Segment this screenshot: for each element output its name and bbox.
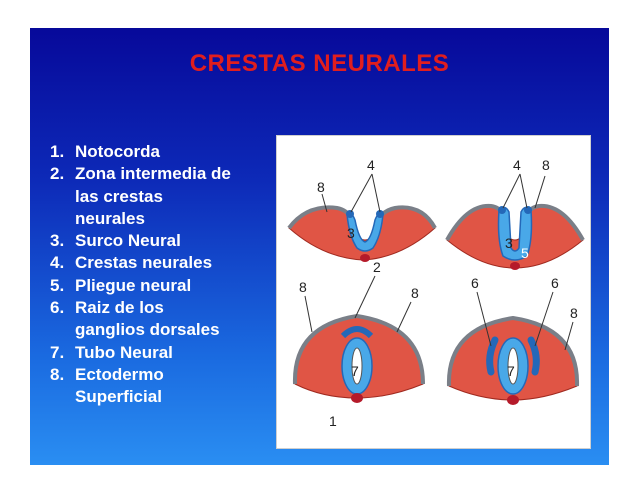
figure-label-7: 7: [351, 363, 359, 379]
leader-line: [321, 193, 328, 213]
notochord: [351, 393, 363, 403]
figure-label-1: 1: [329, 413, 337, 429]
leader-line: [350, 173, 373, 213]
notochord: [360, 254, 370, 262]
legend-item: 5. Pliegue neural: [50, 275, 260, 297]
figure-label-4: 4: [513, 157, 521, 173]
neural-crest-band: [340, 326, 374, 339]
legend-item: 8. Ectodermo Superficial: [50, 364, 260, 409]
ectoderm-layer: [446, 315, 580, 387]
leader-line: [564, 321, 574, 351]
legend-item: 6. Raiz de los ganglios dorsales: [50, 297, 260, 342]
figure-label-2: 2: [373, 259, 381, 275]
neural-canal: [351, 347, 363, 385]
legend-item: 1. Notocorda: [50, 141, 260, 163]
legend-item: 7. Tubo Neural: [50, 342, 260, 364]
legend-text: Superficial: [75, 387, 162, 407]
legend-item: 4. Crestas neurales: [50, 252, 260, 274]
legend-number: 7.: [50, 342, 65, 362]
legend-number: 4.: [50, 253, 65, 273]
legend-text: Ectodermo: [75, 364, 164, 384]
leader-line: [396, 301, 412, 333]
neural-crest-illustration: 8 4 3 4 8 3 5: [287, 157, 585, 429]
panel-neural-groove: 8 4 3: [287, 157, 437, 262]
figure-label-8: 8: [411, 285, 419, 301]
neural-crest-figure: 8 4 3 4 8 3 5: [276, 135, 591, 449]
neural-canal: [507, 347, 519, 385]
figure-label-4: 4: [367, 157, 375, 173]
legend-text: Tubo Neural: [75, 342, 173, 362]
figure-label-3: 3: [505, 235, 513, 251]
legend-text: Raiz de los: [75, 298, 164, 318]
figure-label-8: 8: [299, 279, 307, 295]
legend-number: 2.: [50, 164, 65, 184]
legend-text: ganglios dorsales: [75, 320, 220, 340]
dorsal-root-ganglion: [486, 336, 499, 376]
legend-number: 6.: [50, 298, 65, 318]
legend-list: 1. Notocorda 2. Zona intermedia de las c…: [50, 141, 260, 409]
ectoderm-layer: [292, 313, 425, 385]
slide-background: CRESTAS NEURALES 1. Notocorda 2. Zona in…: [30, 28, 609, 465]
figure-label-7: 7: [507, 363, 515, 379]
neural-crest-cell: [376, 210, 384, 218]
notochord: [507, 395, 519, 405]
leader-line: [304, 295, 313, 333]
legend-text: Pliegue neural: [75, 275, 192, 295]
legend-item: 2. Zona intermedia de las crestas neural…: [50, 163, 260, 230]
leader-line: [371, 173, 381, 213]
neural-crest-cell: [346, 210, 354, 218]
leader-line: [534, 175, 546, 209]
figure-label-6: 6: [551, 275, 559, 291]
slide-title: CRESTAS NEURALES: [189, 50, 450, 77]
legend-number: 5.: [50, 275, 65, 295]
figure-label-6: 6: [471, 275, 479, 291]
leader-line: [354, 275, 376, 319]
figure-label-8: 8: [317, 179, 325, 195]
notochord: [510, 262, 520, 270]
neural-crest-cell: [524, 206, 532, 214]
mesoderm-shape: [288, 206, 436, 261]
leader-line: [476, 291, 492, 347]
legend-number: 3.: [50, 231, 65, 251]
panel-neural-folds: 4 8 3 5: [445, 157, 585, 270]
legend-text: neurales: [75, 208, 145, 228]
legend-text: Zona intermedia de: [75, 164, 231, 184]
dorsal-root-ganglion: [527, 336, 540, 376]
legend-text: Surco Neural: [75, 231, 181, 251]
leader-line: [502, 173, 521, 209]
neural-crest-cell: [498, 206, 506, 214]
figure-label-3: 3: [347, 225, 355, 241]
panel-neural-tube-forming: 8 2 8 7: [292, 259, 425, 403]
panel-neural-tube-closed: 6 6 8 7: [446, 275, 580, 405]
legend-text: las crestas: [75, 186, 163, 206]
leader-line: [534, 291, 554, 347]
legend-text: Crestas neurales: [75, 253, 213, 273]
legend-item: 3. Surco Neural: [50, 230, 260, 252]
legend-number: 1.: [50, 142, 65, 161]
figure-label-8: 8: [542, 157, 550, 173]
legend-number: 8.: [50, 364, 65, 384]
figure-label-5: 5: [521, 245, 529, 261]
leader-line: [519, 173, 528, 209]
legend-text: Notocorda: [75, 142, 160, 161]
figure-label-8: 8: [570, 305, 578, 321]
